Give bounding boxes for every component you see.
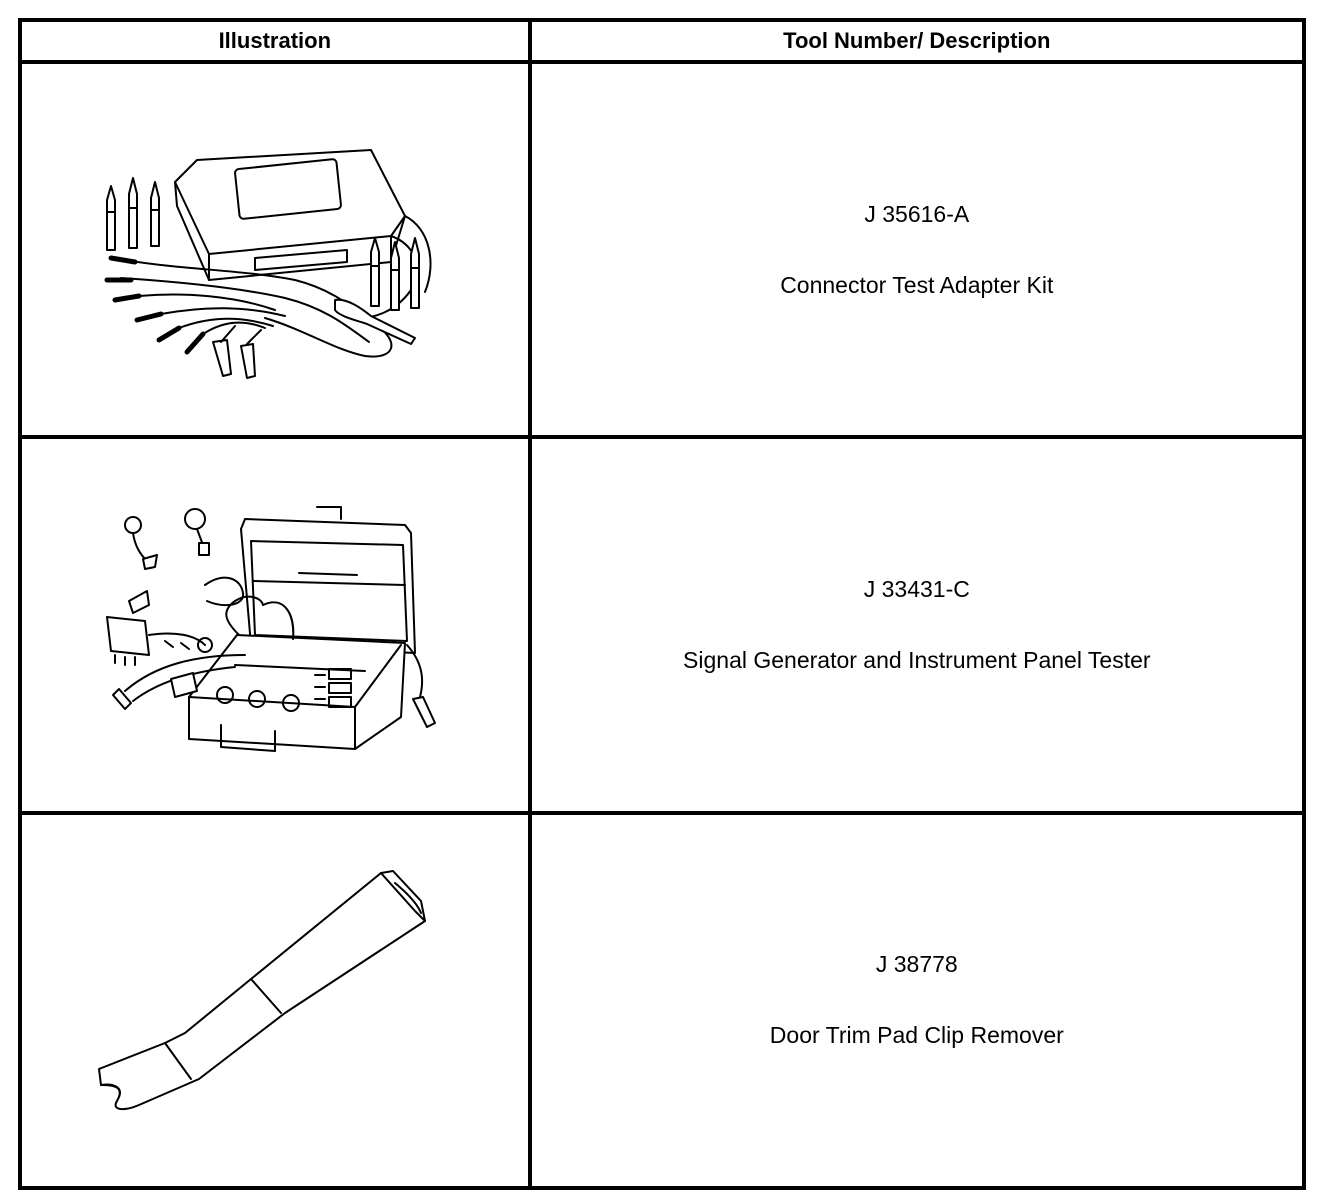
tool-description: Signal Generator and Instrument Panel Te… (683, 646, 1151, 673)
table-row: J 35616-A Connector Test Adapter Kit (18, 59, 1307, 440)
tool-number: J 33431-C (863, 575, 970, 602)
tool-description: Connector Test Adapter Kit (780, 271, 1054, 298)
tool-description: Door Trim Pad Clip Remover (769, 1022, 1064, 1049)
header-illustration: Illustration (18, 18, 532, 64)
tool-cell: J 38778 Door Trim Pad Clip Remover (527, 810, 1307, 1191)
tool-cell: J 35616-A Connector Test Adapter Kit (527, 59, 1307, 440)
illustration-cell (18, 435, 532, 815)
door-trim-clip-remover-icon (95, 865, 455, 1135)
table-row: J 38778 Door Trim Pad Clip Remover (18, 810, 1307, 1191)
table-row: J 33431-C Signal Generator and Instrumen… (18, 435, 1307, 815)
signal-generator-tester-icon (85, 485, 465, 765)
tool-number: J 38778 (875, 951, 958, 978)
header-tool-number-description: Tool Number/ Description (527, 18, 1307, 64)
connector-test-adapter-kit-icon (85, 120, 465, 380)
illustration-cell (18, 59, 532, 440)
illustration-cell (18, 810, 532, 1191)
header-row: Illustration Tool Number/ Description (18, 18, 1307, 64)
tool-cell: J 33431-C Signal Generator and Instrumen… (527, 435, 1307, 815)
tool-table: Illustration Tool Number/ Description (18, 18, 1307, 1191)
tool-number: J 35616-A (864, 200, 970, 227)
